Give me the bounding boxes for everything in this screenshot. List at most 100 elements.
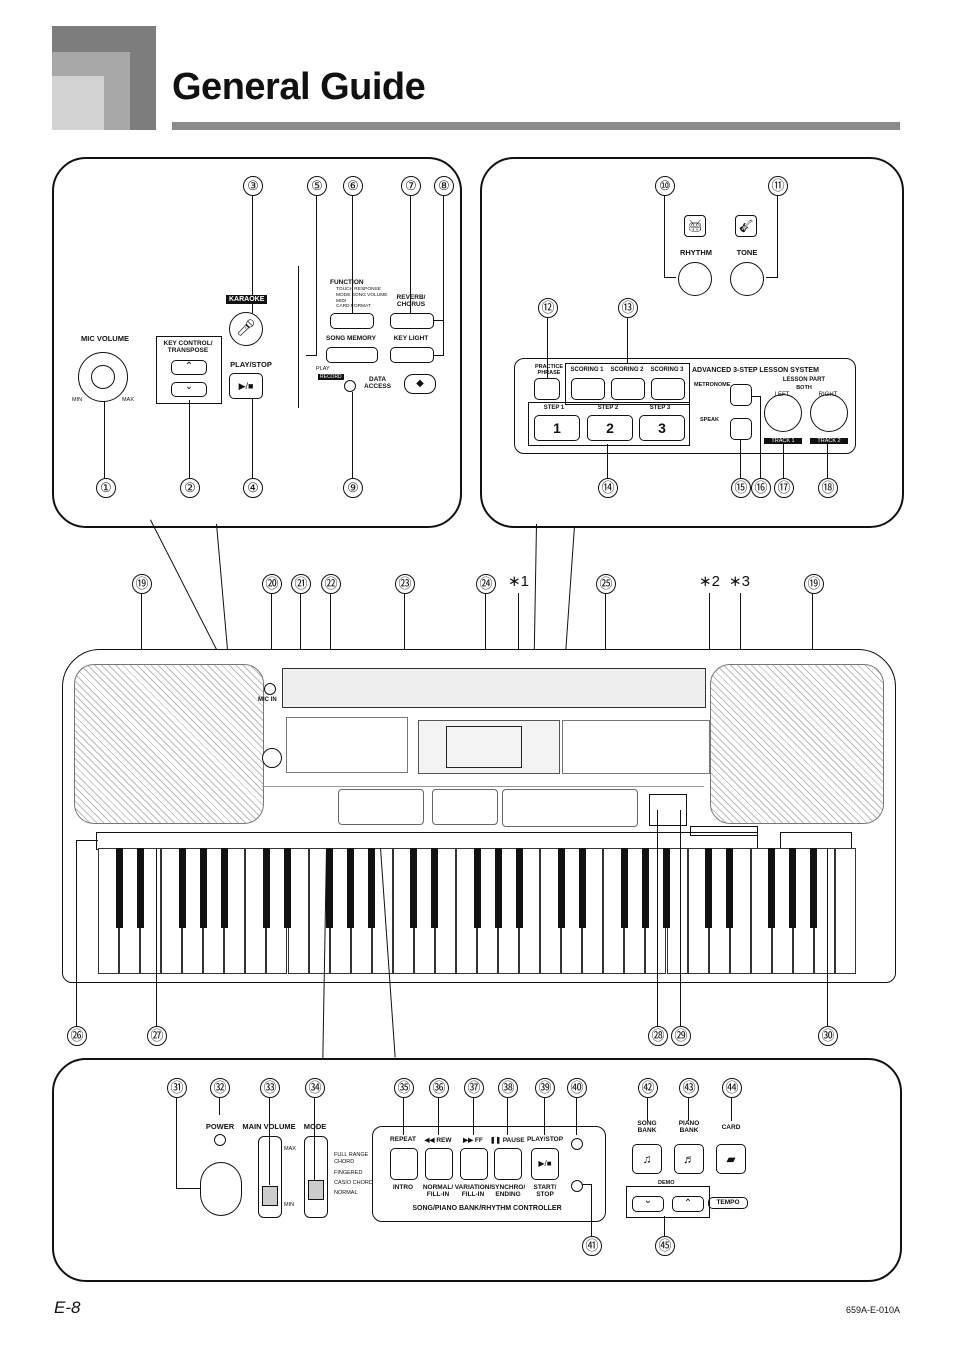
black-key[interactable] — [789, 848, 797, 928]
black-key[interactable] — [494, 848, 502, 928]
mic-in-jack[interactable] — [264, 683, 276, 695]
black-key[interactable] — [705, 848, 713, 928]
scoring-group — [565, 363, 690, 405]
black-key[interactable] — [810, 848, 818, 928]
key-light-label: KEY LIGHT — [393, 335, 429, 342]
karaoke-button[interactable]: 🎤︎ — [229, 312, 263, 346]
function-button[interactable] — [330, 313, 374, 329]
black-key[interactable] — [768, 848, 776, 928]
tempo-up-button[interactable]: ⌃ — [672, 1196, 704, 1212]
mini-lcd — [418, 720, 560, 774]
black-key[interactable] — [473, 848, 481, 928]
step-2-button[interactable]: 2 — [587, 415, 633, 441]
scoring-1-button[interactable] — [571, 378, 605, 400]
ctrl-synchro-ending-label: SYNCHRO/ ENDING — [490, 1184, 526, 1198]
black-key[interactable] — [431, 848, 439, 928]
mini-song-bank — [432, 789, 498, 825]
karaoke-label: KARAOKE — [226, 295, 268, 304]
page-number: E-8 — [54, 1298, 81, 1317]
ctrl-start-stop-label: START/ STOP — [533, 1184, 557, 1198]
scoring-2-button[interactable] — [611, 378, 645, 400]
main-volume-slider[interactable] — [258, 1136, 282, 1218]
mini-bottom-controls — [262, 786, 704, 829]
piano-bank-label: PIANO BANK — [678, 1120, 700, 1134]
card-label: CARD — [721, 1124, 741, 1131]
black-key[interactable] — [368, 848, 376, 928]
black-key[interactable] — [115, 848, 123, 928]
piano-bank-button[interactable]: ♬ — [674, 1144, 704, 1174]
black-key[interactable] — [178, 848, 186, 928]
step-3-button[interactable]: 3 — [639, 415, 685, 441]
black-key[interactable] — [220, 848, 228, 928]
key-light-button[interactable] — [390, 347, 434, 363]
callout-45: ㊺ — [655, 1236, 675, 1256]
max-label: MAX — [284, 1146, 296, 1152]
rew-normal-fill-in-button[interactable] — [425, 1148, 453, 1180]
speak-button[interactable] — [730, 418, 752, 440]
card-button[interactable]: ▰ — [716, 1144, 746, 1174]
black-key[interactable] — [199, 848, 207, 928]
step-3-label: STEP 3 — [649, 405, 671, 411]
black-key[interactable] — [284, 848, 291, 928]
black-key[interactable] — [347, 848, 355, 928]
play-stop-start-stop-button[interactable]: ▶/■ — [531, 1148, 559, 1180]
metronome-button[interactable] — [730, 384, 752, 406]
scoring-3-button[interactable] — [651, 378, 685, 400]
piano-keys[interactable] — [98, 848, 856, 974]
black-key[interactable] — [515, 848, 523, 928]
pause-synchro-ending-button[interactable] — [494, 1148, 522, 1180]
callout-40: ㊵ — [567, 1078, 587, 1098]
mode-opt-casio-chord: CASIO CHORD — [334, 1180, 373, 1186]
black-key[interactable] — [726, 848, 734, 928]
mode-slider[interactable] — [304, 1136, 328, 1218]
main-volume-knob[interactable] — [262, 1186, 278, 1206]
callout-17: ⑰ — [774, 478, 794, 498]
black-key[interactable] — [663, 848, 670, 928]
tempo-down-button[interactable]: ⌄ — [632, 1196, 664, 1212]
black-key[interactable] — [262, 848, 270, 928]
black-key[interactable] — [410, 848, 418, 928]
repeat-intro-button[interactable] — [390, 1148, 418, 1180]
callout-32: ㉜ — [210, 1078, 230, 1098]
black-key[interactable] — [136, 848, 144, 928]
practice-phrase-button[interactable] — [534, 378, 560, 400]
callout-16: ⑯ — [751, 478, 771, 498]
key-down-button[interactable]: ⌄ — [171, 382, 207, 397]
black-key[interactable] — [620, 848, 628, 928]
ctrl-intro-label: INTRO — [392, 1184, 414, 1191]
demo-tempo-group — [626, 1186, 710, 1218]
min-label: MIN — [284, 1202, 295, 1208]
play-stop-button[interactable]: ▶/■ — [229, 373, 263, 399]
callout-37: ㊲ — [464, 1078, 484, 1098]
key-up-button[interactable]: ⌃ — [171, 360, 207, 375]
black-key[interactable] — [557, 848, 565, 928]
lesson-part-label: LESSON PART — [782, 377, 826, 383]
scoring-1-label: SCORING 1 — [570, 367, 604, 373]
min-label: MIN — [72, 397, 83, 403]
ff-variation-fill-in-button[interactable] — [460, 1148, 488, 1180]
card-slot — [690, 826, 758, 836]
power-lamp — [214, 1134, 226, 1146]
power-switch[interactable] — [200, 1162, 242, 1216]
callout-4: ④ — [243, 478, 263, 498]
callout-26: ㉖ — [67, 1026, 87, 1046]
right-part-button[interactable] — [810, 394, 848, 432]
mode-knob[interactable] — [308, 1180, 324, 1200]
max-label: MAX — [122, 397, 134, 403]
black-key[interactable] — [641, 848, 649, 928]
song-bank-button[interactable]: ♫ — [632, 1144, 662, 1174]
reverb-chorus-button[interactable] — [390, 313, 434, 329]
step-1-button[interactable]: 1 — [534, 415, 580, 441]
track-1-label: TRACK 1 — [764, 438, 802, 444]
song-memory-button[interactable] — [326, 347, 378, 363]
black-key[interactable] — [578, 848, 586, 928]
tone-button[interactable] — [730, 262, 764, 296]
left-part-button[interactable] — [764, 394, 802, 432]
white-key[interactable] — [834, 848, 856, 974]
ctrl-variation-fill-in-label: VARIATION/ FILL-IN — [454, 1184, 492, 1198]
callout-8: ⑧ — [434, 176, 454, 196]
rhythm-button[interactable] — [678, 262, 712, 296]
callout-44: ㊹ — [722, 1078, 742, 1098]
black-key[interactable] — [326, 848, 334, 928]
callout-34: ㉞ — [305, 1078, 325, 1098]
